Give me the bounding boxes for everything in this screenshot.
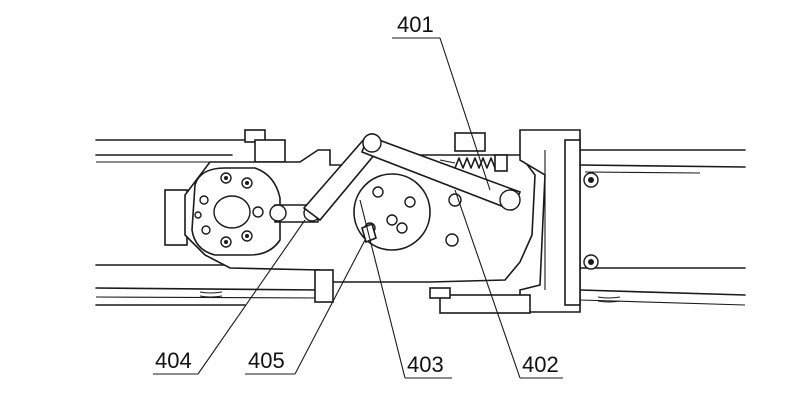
leader-lines: [153, 37, 563, 379]
label-401: 401: [397, 12, 434, 37]
right-rail-lower: [579, 267, 746, 306]
spring-401: [439, 132, 508, 172]
cam-disc-403: [353, 173, 431, 251]
label-405: 405: [248, 348, 285, 373]
label-403: 403: [407, 352, 444, 377]
left-rail-upper: [95, 139, 251, 163]
label-402: 402: [522, 352, 559, 377]
left-mount-plate: [191, 167, 284, 256]
right-rail-upper: [579, 149, 746, 174]
left-rail-lower: [95, 264, 321, 306]
label-404: 404: [155, 348, 192, 373]
swing-arm-402: [360, 133, 522, 247]
right-housing: [429, 129, 599, 314]
